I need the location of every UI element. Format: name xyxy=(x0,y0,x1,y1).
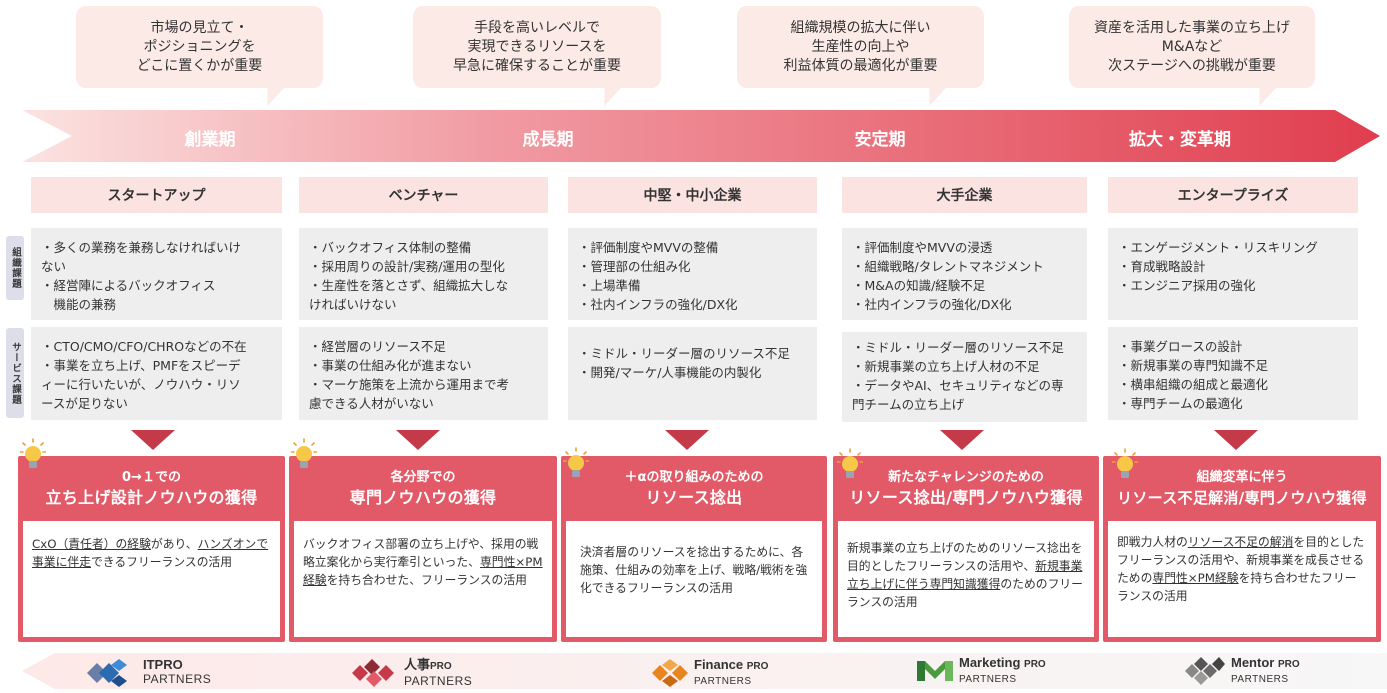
lightbulb-icon xyxy=(837,448,863,478)
org-issues-box: ・多くの業務を兼務しなければいけ ない ・経営陣によるバックオフィス 機能の兼務 xyxy=(31,228,282,320)
card-heading-line2: リソース捻出 xyxy=(645,488,743,507)
itpro-logo-icon xyxy=(87,659,127,687)
bubble-stable: 組織規模の拡大に伴い 生産性の向上や 利益体質の最適化が重要 xyxy=(737,6,984,88)
service-issues-box: ・CTO/CMO/CFO/CHROなどの不在 ・事業を立ち上げ、PMFをスピーデ… xyxy=(31,327,282,420)
bottom-band xyxy=(22,653,1387,689)
bubble-growth: 手段を高いレベルで 実現できるリソースを 早急に確保することが重要 xyxy=(413,6,661,88)
logo-label: Mentor PRO PARTNERS xyxy=(1231,655,1300,685)
logo-jinji-pro: 人事PRO PARTNERS xyxy=(352,657,502,689)
phase-founding: 創業期 xyxy=(184,130,236,150)
solution-card: ＋αの取り組みのための リソース捻出 決済者層のリソースを捻出するために、各施策… xyxy=(561,456,827,642)
bubble-founding: 市場の見立て・ ポジショニングを どこに置くかが重要 xyxy=(76,6,323,88)
org-issues-box: ・バックオフィス体制の整備 ・採用周りの設計/実務/運用の型化 ・生産性を落とさ… xyxy=(299,228,548,320)
highlight: ハンズオンで事業に伴走 xyxy=(32,537,269,569)
highlight: リソース不足の解消 xyxy=(1187,535,1294,549)
stage-header: 中堅・中小企業 xyxy=(568,177,817,213)
card-heading-line1: ＋αの取り組みのための xyxy=(624,470,764,485)
org-issues-box: ・評価制度やMVVの整備 ・管理部の仕組み化 ・上場準備 ・社内インフラの強化/… xyxy=(568,228,817,320)
stage-header: 大手企業 xyxy=(842,177,1087,213)
solution-card: 各分野での 専門ノウハウの獲得 バックオフィス部署の立ち上げや、採用の戦略立案化… xyxy=(289,456,557,642)
solution-card: 0→１での 立ち上げ設計ノウハウの獲得 CxO（責任者）の経験があり、ハンズオン… xyxy=(18,456,285,642)
logo-marketing-pro: Marketing PRO PARTNERS xyxy=(917,655,1067,689)
logo-label: Finance PRO PARTNERS xyxy=(694,657,769,687)
org-issues-box: ・エンゲージメント・リスキリング ・育成戦略設計 ・エンジニア採用の強化 xyxy=(1108,228,1358,320)
card-heading-line2: リソース捻出/専門ノウハウ獲得 xyxy=(849,488,1083,507)
lightbulb-icon xyxy=(563,447,589,477)
logo-label: ITPRO PARTNERS xyxy=(143,657,212,686)
down-arrow-icon xyxy=(940,430,984,450)
phase-stable: 安定期 xyxy=(854,130,906,150)
card-body: CxO（責任者）の経験があり、ハンズオンで事業に伴走できるフリーランスの活用 xyxy=(23,521,280,637)
phase-expansion: 拡大・変革期 xyxy=(1129,130,1231,150)
jinji-logo-icon xyxy=(352,659,394,687)
card-heading-line2: 立ち上げ設計ノウハウの獲得 xyxy=(45,488,258,507)
bubble-tail xyxy=(258,86,286,106)
lightbulb-icon xyxy=(291,438,317,468)
mentor-logo-icon xyxy=(1185,657,1225,685)
service-issues-box: ・ミドル・リーダー層のリソース不足 ・開発/マーケ/人事機能の内製化 xyxy=(568,327,817,420)
stage-header: エンタープライズ xyxy=(1108,177,1358,213)
card-body: 決済者層のリソースを捻出するために、各施策、仕組みの効率を上げ、戦略/戦術を強化… xyxy=(566,521,822,637)
card-heading: 新たなチャレンジのための リソース捻出/専門ノウハウ獲得 xyxy=(833,456,1099,521)
logo-label: 人事PRO PARTNERS xyxy=(404,657,473,688)
card-body: 新規事業の立ち上げのためのリソース捻出を目的としたフリーランスの活用や、新規事業… xyxy=(838,521,1094,637)
phase-growth: 成長期 xyxy=(522,130,574,150)
card-heading-line2: 専門ノウハウの獲得 xyxy=(349,488,497,507)
highlight: CxO（責任者）の経験 xyxy=(32,537,151,551)
solution-card: 新たなチャレンジのための リソース捻出/専門ノウハウ獲得 新規事業の立ち上げのた… xyxy=(833,456,1099,642)
service-issues-box: ・ミドル・リーダー層のリソース不足 ・新規事業の立ち上げ人材の不足 ・データやA… xyxy=(842,332,1087,422)
lightbulb-icon xyxy=(20,438,46,468)
bubble-text: 資産を活用した事業の立ち上げ M&Aなど 次ステージへの挑戦が重要 xyxy=(1094,19,1290,74)
service-issues-box: ・事業グロースの設計 ・新規事業の専門知識不足 ・横串組織の組成と最適化 ・専門… xyxy=(1108,327,1358,420)
solution-card: 組織変革に伴う リソース不足解消/専門ノウハウ獲得 即戦力人材のリソース不足の解… xyxy=(1103,456,1381,642)
bubble-text: 組織規模の拡大に伴い 生産性の向上や 利益体質の最適化が重要 xyxy=(783,19,938,74)
bubble-text: 市場の見立て・ ポジショニングを どこに置くかが重要 xyxy=(136,19,263,74)
lightbulb-icon xyxy=(1112,448,1138,478)
card-heading: 組織変革に伴う リソース不足解消/専門ノウハウ獲得 xyxy=(1103,456,1381,521)
marketing-logo-icon xyxy=(917,661,953,681)
service-issues-box: ・経営層のリソース不足 ・事業の仕組み化が進まない ・マーケ施策を上流から運用ま… xyxy=(299,327,548,420)
highlight: 専門性×PM経験 xyxy=(303,555,543,587)
card-heading-line2: リソース不足解消/専門ノウハウ獲得 xyxy=(1117,489,1367,507)
logo-label: Marketing PRO PARTNERS xyxy=(959,655,1046,685)
card-heading-line1: 各分野での xyxy=(390,470,456,485)
card-heading: 0→１での 立ち上げ設計ノウハウの獲得 xyxy=(18,456,285,521)
highlight: 専門性×PM経験 xyxy=(1152,571,1239,585)
down-arrow-icon xyxy=(131,430,175,450)
card-body: バックオフィス部署の立ち上げや、採用の戦略立案化から実行牽引といった、専門性×P… xyxy=(294,521,552,637)
stage-header: ベンチャー xyxy=(299,177,548,213)
card-heading-line1: 新たなチャレンジのための xyxy=(888,470,1044,485)
bubble-tail xyxy=(595,86,623,106)
down-arrow-icon xyxy=(1214,430,1258,450)
logo-itpro: ITPRO PARTNERS xyxy=(87,657,247,689)
logo-mentor-pro: Mentor PRO PARTNERS xyxy=(1185,655,1335,689)
card-body: 即戦力人材のリソース不足の解消を目的としたフリーランスの活用や、新規事業を成長さ… xyxy=(1108,521,1376,637)
down-arrow-icon xyxy=(665,430,709,450)
phase-arrow xyxy=(22,110,1380,162)
stage-header: スタートアップ xyxy=(31,177,282,213)
card-heading-line1: 0→１での xyxy=(122,470,181,485)
card-heading: 各分野での 専門ノウハウの獲得 xyxy=(289,456,557,521)
bubble-tail xyxy=(920,86,948,106)
bubble-text: 手段を高いレベルで 実現できるリソースを 早急に確保することが重要 xyxy=(453,19,621,74)
card-heading: ＋αの取り組みのための リソース捻出 xyxy=(561,456,827,521)
card-heading-line1: 組織変革に伴う xyxy=(1196,470,1288,485)
logo-finance-pro: Finance PRO PARTNERS xyxy=(652,657,802,689)
org-issues-box: ・評価制度やMVVの浸透 ・組織戦略/タレントマネジメント ・M&Aの知識/経験… xyxy=(842,228,1087,320)
bubble-tail xyxy=(1250,86,1278,106)
side-label-service: サービス課題 xyxy=(6,328,24,418)
bubble-expansion: 資産を活用した事業の立ち上げ M&Aなど 次ステージへの挑戦が重要 xyxy=(1069,6,1315,88)
side-label-org: 組織課題 xyxy=(6,236,24,300)
highlight: 新規事業立ち上げに伴う専門知識獲得 xyxy=(847,559,1083,591)
finance-logo-icon xyxy=(652,659,688,687)
down-arrow-icon xyxy=(396,430,440,450)
